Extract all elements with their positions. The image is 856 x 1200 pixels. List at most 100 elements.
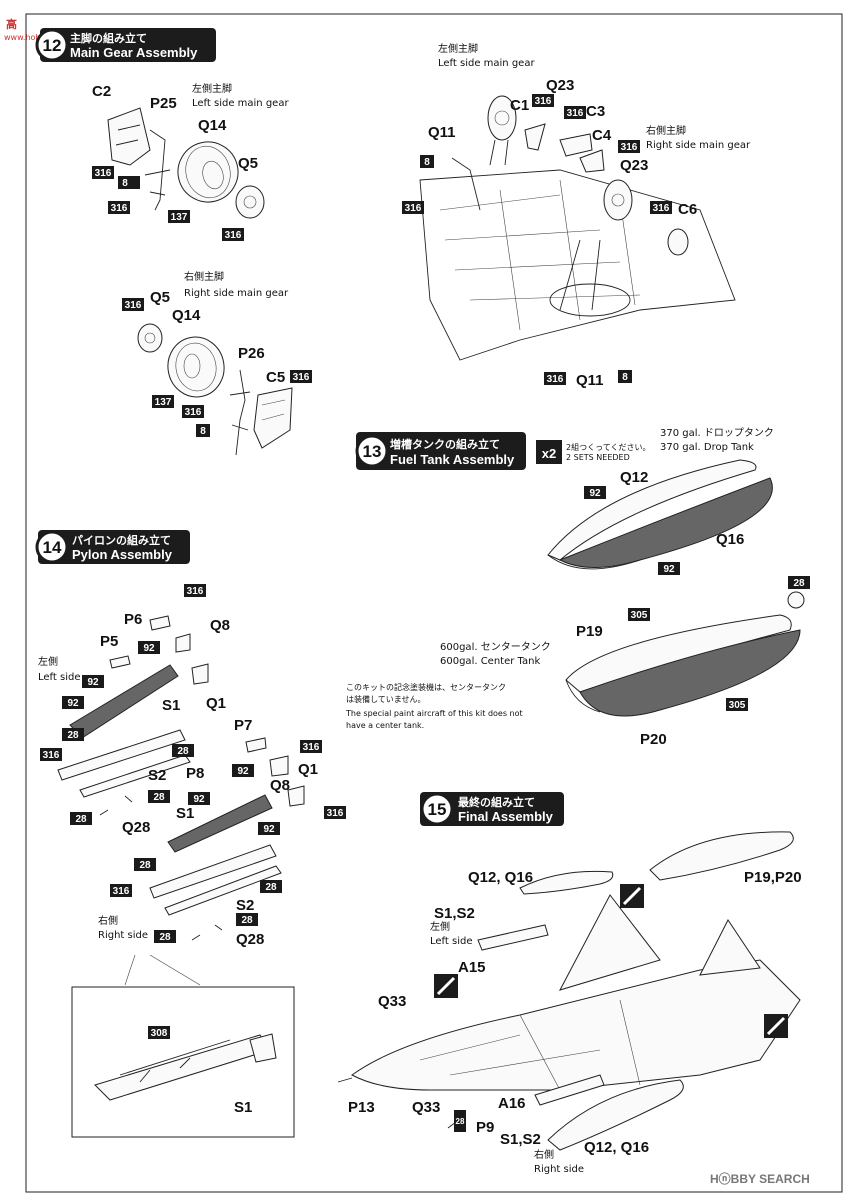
right-main-gear-drawing — [137, 323, 293, 456]
label-S1-inset: S1 — [234, 1099, 252, 1116]
svg-text:308: 308 — [151, 1028, 168, 1039]
color-316-p: 316 — [324, 806, 346, 819]
svg-text:137: 137 — [155, 397, 172, 408]
svg-text:92: 92 — [193, 794, 205, 805]
svg-text:316: 316 — [225, 230, 242, 241]
caption-right-main-gear-jp-b: 右側主脚 — [646, 124, 686, 137]
caption-right-jp-b: 右側 — [534, 1148, 554, 1161]
label-Q12: Q12 — [620, 469, 648, 486]
color-28-f: 28 — [134, 858, 156, 871]
color-316-q: 316 — [110, 884, 132, 897]
label-S1S2: S1,S2 — [434, 905, 475, 922]
color-28-h: 28 — [236, 913, 258, 926]
label-C6: C6 — [678, 201, 697, 218]
svg-text:28: 28 — [241, 915, 253, 926]
label-Q33: Q33 — [378, 993, 406, 1010]
step-14-title-jp: パイロンの組み立て — [72, 533, 171, 547]
color-92-a: 92 — [584, 486, 606, 499]
step-15-title-jp: 最終の組み立て — [458, 795, 535, 809]
svg-text:316: 316 — [327, 808, 344, 819]
left-main-gear-drawing — [107, 107, 265, 219]
label-Q1: Q1 — [206, 695, 226, 712]
multiplier-badge — [536, 440, 562, 464]
svg-text:316: 316 — [547, 374, 564, 385]
step-15-title-en: Final Assembly — [458, 809, 554, 824]
label-P8: P8 — [186, 765, 204, 782]
caption-left-main-gear-en-b: Left side main gear — [438, 58, 535, 69]
step-15-header: 15 最終の組み立て Final Assembly — [420, 792, 564, 826]
center-tank-drawing — [565, 591, 805, 717]
svg-text:316: 316 — [113, 886, 130, 897]
step-15-number: 15 — [428, 800, 447, 819]
label-C4: C4 — [592, 127, 612, 144]
label-Q12Q16: Q12, Q16 — [468, 869, 533, 886]
caption-center-tank-en: 600gal. Center Tank — [440, 656, 540, 667]
caption-right-main-gear-jp: 右側主脚 — [184, 270, 224, 283]
color-316-d: 316 — [122, 298, 144, 311]
color-316-e: 316 — [290, 370, 312, 383]
caption-left-main-gear-en: Left side main gear — [192, 98, 289, 109]
color-137-a: 137 — [168, 210, 190, 223]
svg-text:28: 28 — [67, 730, 79, 741]
svg-text:316: 316 — [43, 750, 60, 761]
label-Q8-b: Q8 — [270, 777, 290, 794]
label-P13: P13 — [348, 1099, 375, 1116]
label-Q12Q16-b: Q12, Q16 — [584, 1139, 649, 1156]
color-316-l: 316 — [544, 372, 566, 385]
color-8-c: 8 — [420, 155, 434, 168]
caption-left-main-gear-jp-b: 左側主脚 — [438, 42, 478, 55]
label-S1-b: S1 — [176, 805, 194, 822]
caption-left-en: Left side — [38, 672, 80, 683]
step-12-header: 12 主脚の組み立て Main Gear Assembly — [35, 28, 216, 62]
label-Q11: Q11 — [428, 124, 456, 141]
svg-text:8: 8 — [122, 178, 128, 189]
label-C2: C2 — [92, 83, 111, 100]
svg-text:316: 316 — [95, 168, 112, 179]
color-28-c: 28 — [172, 744, 194, 757]
svg-text:305: 305 — [729, 700, 746, 711]
label-Q14: Q14 — [198, 117, 227, 134]
svg-text:305: 305 — [631, 610, 648, 621]
svg-text:92: 92 — [143, 643, 155, 654]
svg-text:28: 28 — [265, 882, 277, 893]
caption-right-jp: 右側 — [98, 914, 118, 927]
caption-center-tank-jp: 600gal. センタータンク — [440, 641, 551, 653]
left-pylon-drawing — [57, 615, 209, 816]
caption-drop-tank-en: 370 gal. Drop Tank — [660, 442, 754, 453]
svg-text:316: 316 — [187, 586, 204, 597]
color-92-d: 92 — [82, 675, 104, 688]
color-305-b: 305 — [726, 698, 748, 711]
label-Q28: Q28 — [122, 819, 150, 836]
step-14-number: 14 — [43, 538, 62, 557]
step-14-title-en: Pylon Assembly — [72, 547, 173, 562]
svg-text:8: 8 — [424, 157, 430, 168]
svg-text:316: 316 — [621, 142, 638, 153]
svg-text:28: 28 — [456, 1117, 465, 1126]
label-Q23-b: Q23 — [620, 157, 648, 174]
color-28-i: 28 — [154, 930, 176, 943]
label-P20: P20 — [640, 731, 667, 748]
color-92-e: 92 — [62, 696, 84, 709]
label-P7: P7 — [234, 717, 252, 734]
label-Q33-b: Q33 — [412, 1099, 440, 1116]
step-12-number: 12 — [43, 36, 62, 55]
svg-text:316: 316 — [293, 372, 310, 383]
gear-bay-drawing — [419, 95, 736, 361]
color-8-a: 8 — [118, 176, 140, 189]
caption-right-en: Right side — [98, 930, 148, 941]
svg-text:92: 92 — [263, 824, 275, 835]
drop-tank-drawing — [547, 459, 773, 570]
svg-text:92: 92 — [67, 698, 79, 709]
color-92-g: 92 — [188, 792, 210, 805]
color-316-c: 316 — [222, 228, 244, 241]
color-28-j: 28 — [454, 1110, 466, 1132]
color-316-n: 316 — [40, 748, 62, 761]
label-Q16: Q16 — [716, 531, 744, 548]
color-28-a: 28 — [788, 576, 810, 589]
color-8-d: 8 — [618, 370, 632, 383]
center-note-jp-2: は装備していません。 — [346, 694, 426, 704]
label-Q8: Q8 — [210, 617, 230, 634]
label-Q23: Q23 — [546, 77, 574, 94]
color-316-f: 316 — [182, 405, 204, 418]
